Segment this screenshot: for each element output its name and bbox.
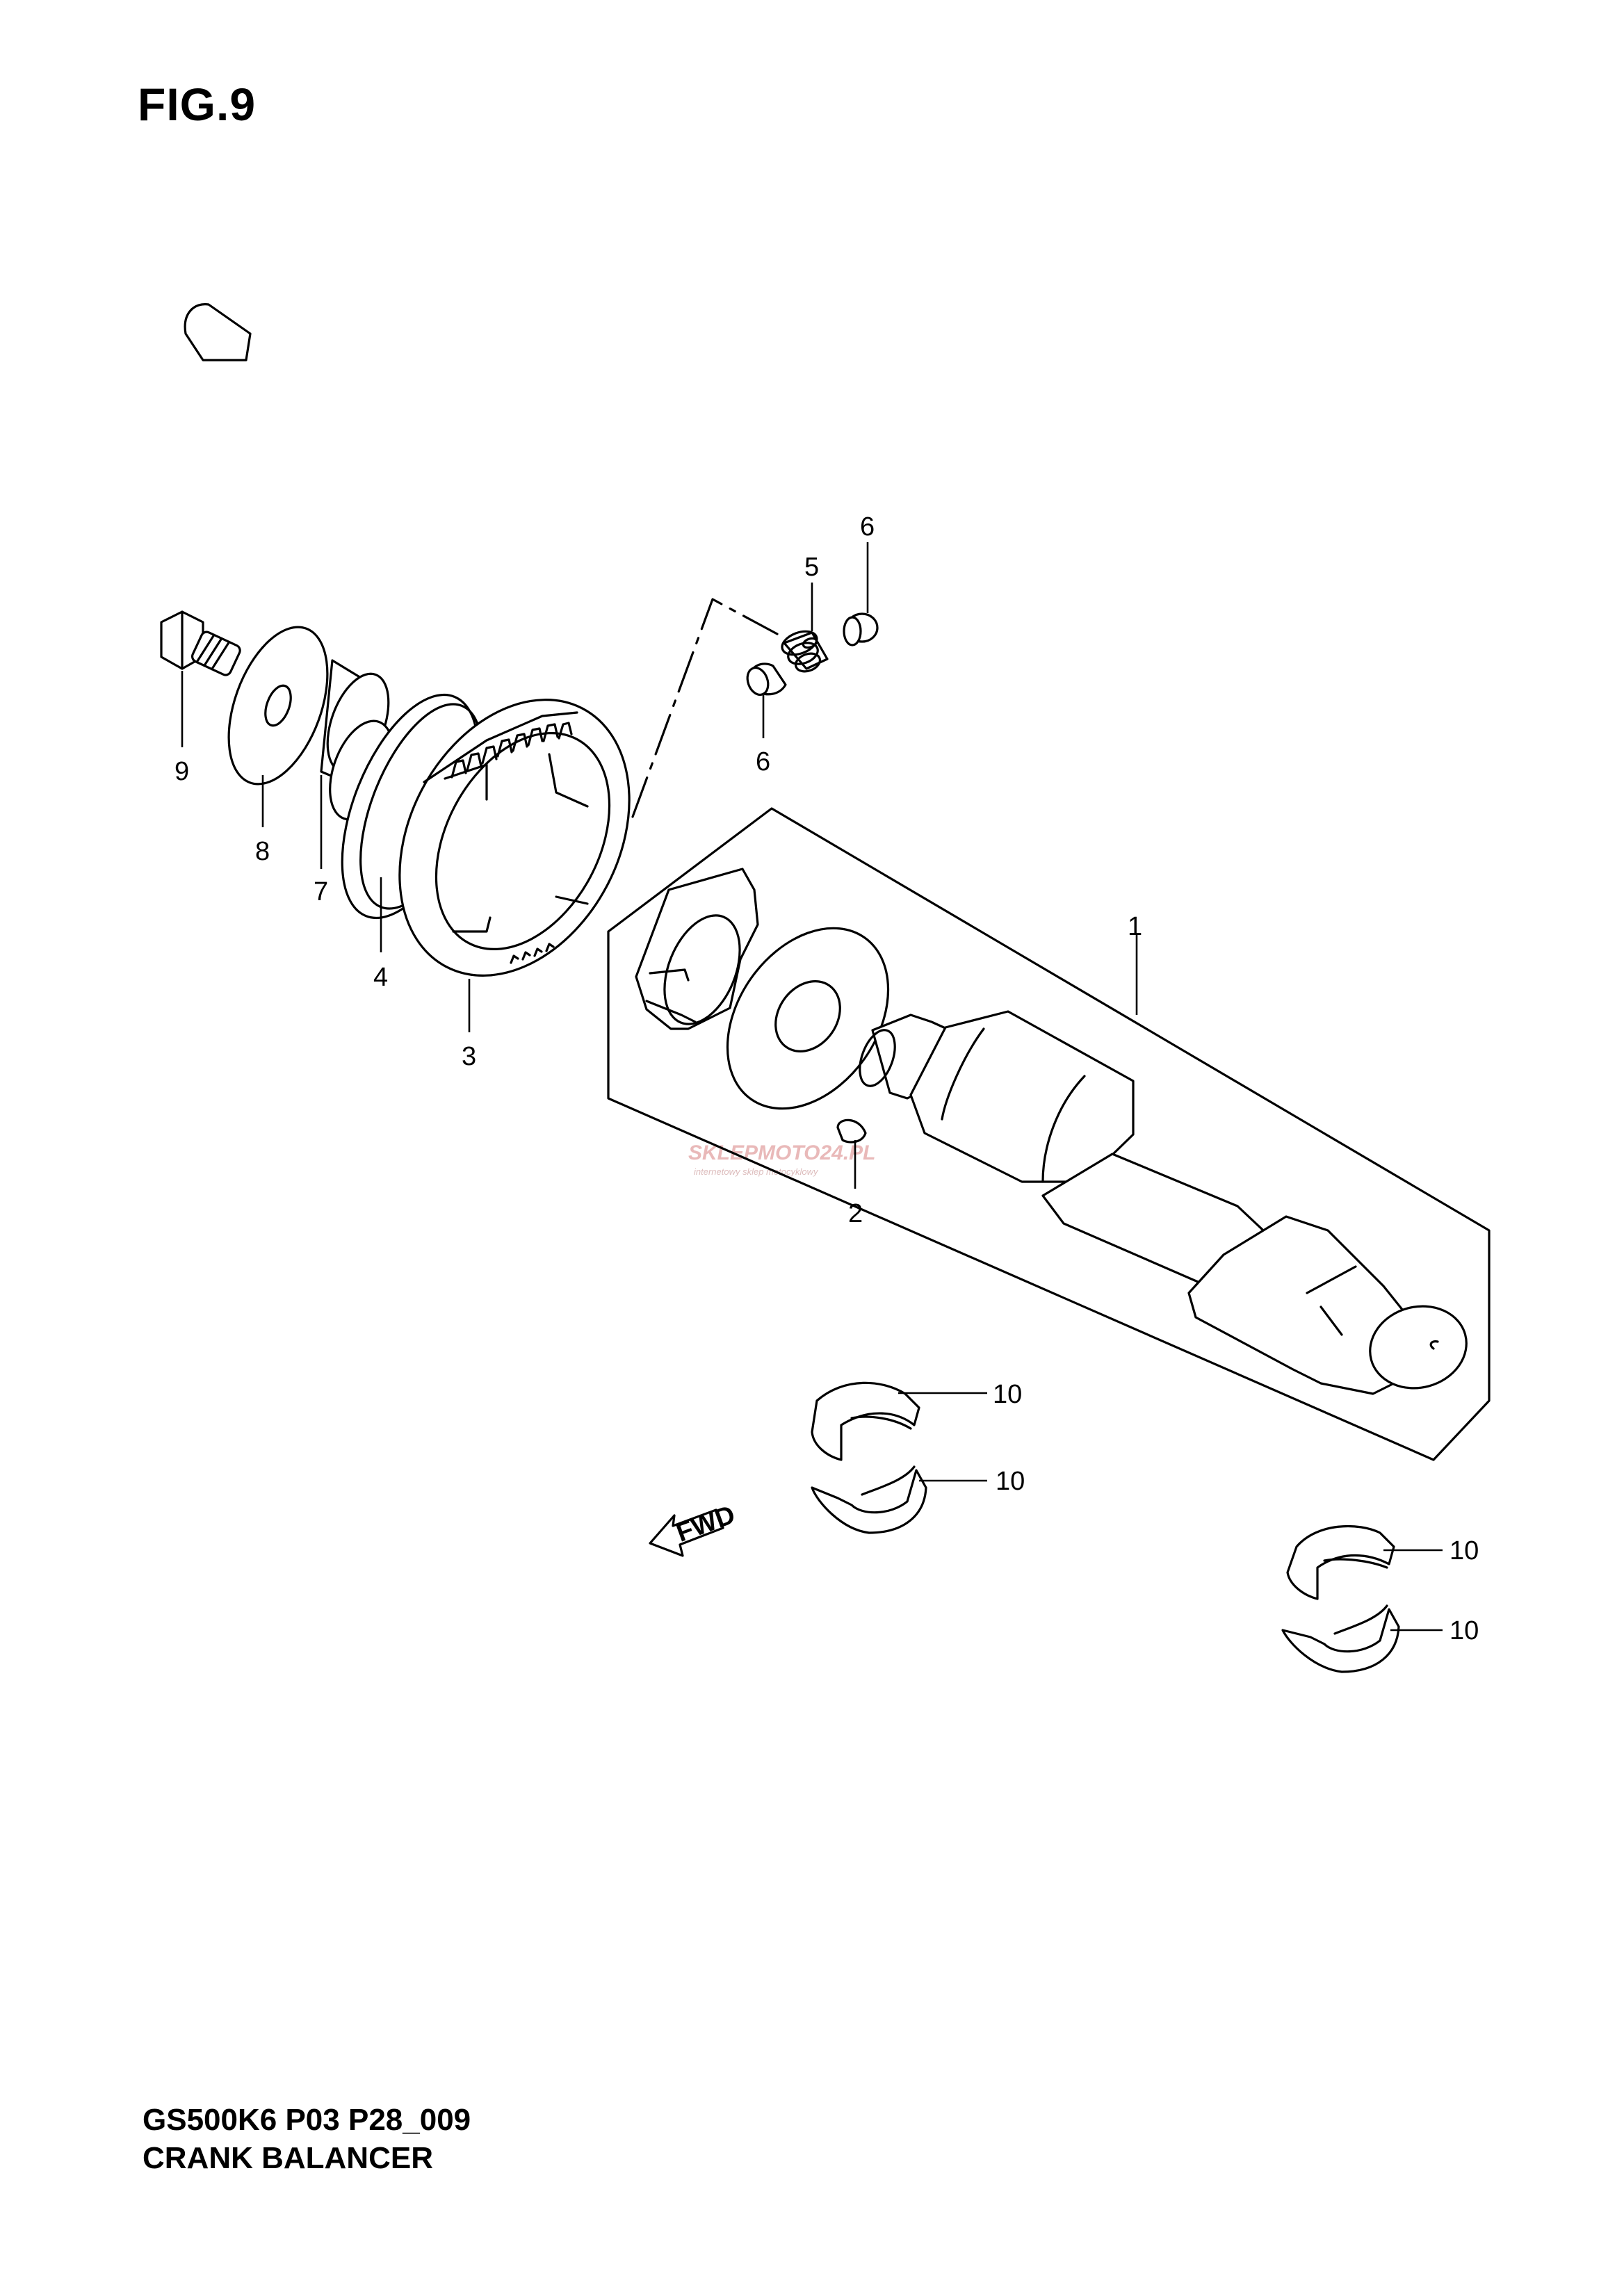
spacer-part-7 — [320, 659, 394, 821]
damper-spring-part-5 — [781, 630, 829, 673]
watermark-tagline: internetowy sklep motocyklowy — [694, 1166, 819, 1177]
callout-10-c: 10 — [1450, 1536, 1479, 1565]
gear-retainer-inner — [635, 868, 759, 1030]
bolt-part-9 — [160, 303, 252, 676]
callout-10-b: 10 — [996, 1467, 1025, 1496]
bearing-shell-pair-left — [811, 1381, 927, 1534]
callout-6-lower: 6 — [756, 747, 770, 776]
model-code-label: GS500K6 P03 P28_009 — [143, 2103, 471, 2137]
key-part-2 — [836, 1118, 867, 1144]
pin-part-6-lower — [746, 662, 787, 696]
callout-6-upper: 6 — [860, 512, 875, 542]
assembly-outline-box — [607, 807, 1491, 1461]
callout-7: 7 — [314, 877, 328, 906]
gear-teeth — [450, 722, 573, 964]
guide-line — [631, 598, 779, 818]
callout-8: 8 — [255, 837, 270, 866]
fwd-label: FWD — [672, 1500, 739, 1548]
callout-10-d: 10 — [1450, 1616, 1479, 1645]
callout-2: 2 — [848, 1199, 863, 1228]
callout-9: 9 — [174, 757, 189, 786]
callout-1: 1 — [1128, 912, 1142, 941]
leader-lines — [181, 542, 1443, 1632]
callout-4: 4 — [373, 963, 388, 992]
callout-3: 3 — [462, 1042, 476, 1071]
washer-part-8 — [227, 626, 329, 786]
thrust-washer-inner — [726, 927, 890, 1110]
forward-direction-arrow: FWD — [649, 1500, 739, 1557]
balancer-gear-part-3 — [398, 699, 631, 977]
pin-part-6-upper — [843, 612, 879, 646]
callout-10-a: 10 — [993, 1380, 1022, 1409]
figure-title: FIG.9 — [138, 79, 257, 130]
callout-5: 5 — [804, 553, 819, 582]
assembly-name-label: CRANK BALANCER — [143, 2141, 433, 2175]
part-callouts: 1 2 3 4 5 6 6 7 8 9 10 10 10 10 — [174, 512, 1479, 1645]
balancer-shaft-part-1 — [859, 1010, 1468, 1395]
watermark: SKLEPMOTO24.PL internetowy sklep motocyk… — [688, 1141, 876, 1177]
bearing-shell-pair-right — [1281, 1524, 1400, 1673]
watermark-brand: SKLEPMOTO24.PL — [688, 1141, 876, 1164]
